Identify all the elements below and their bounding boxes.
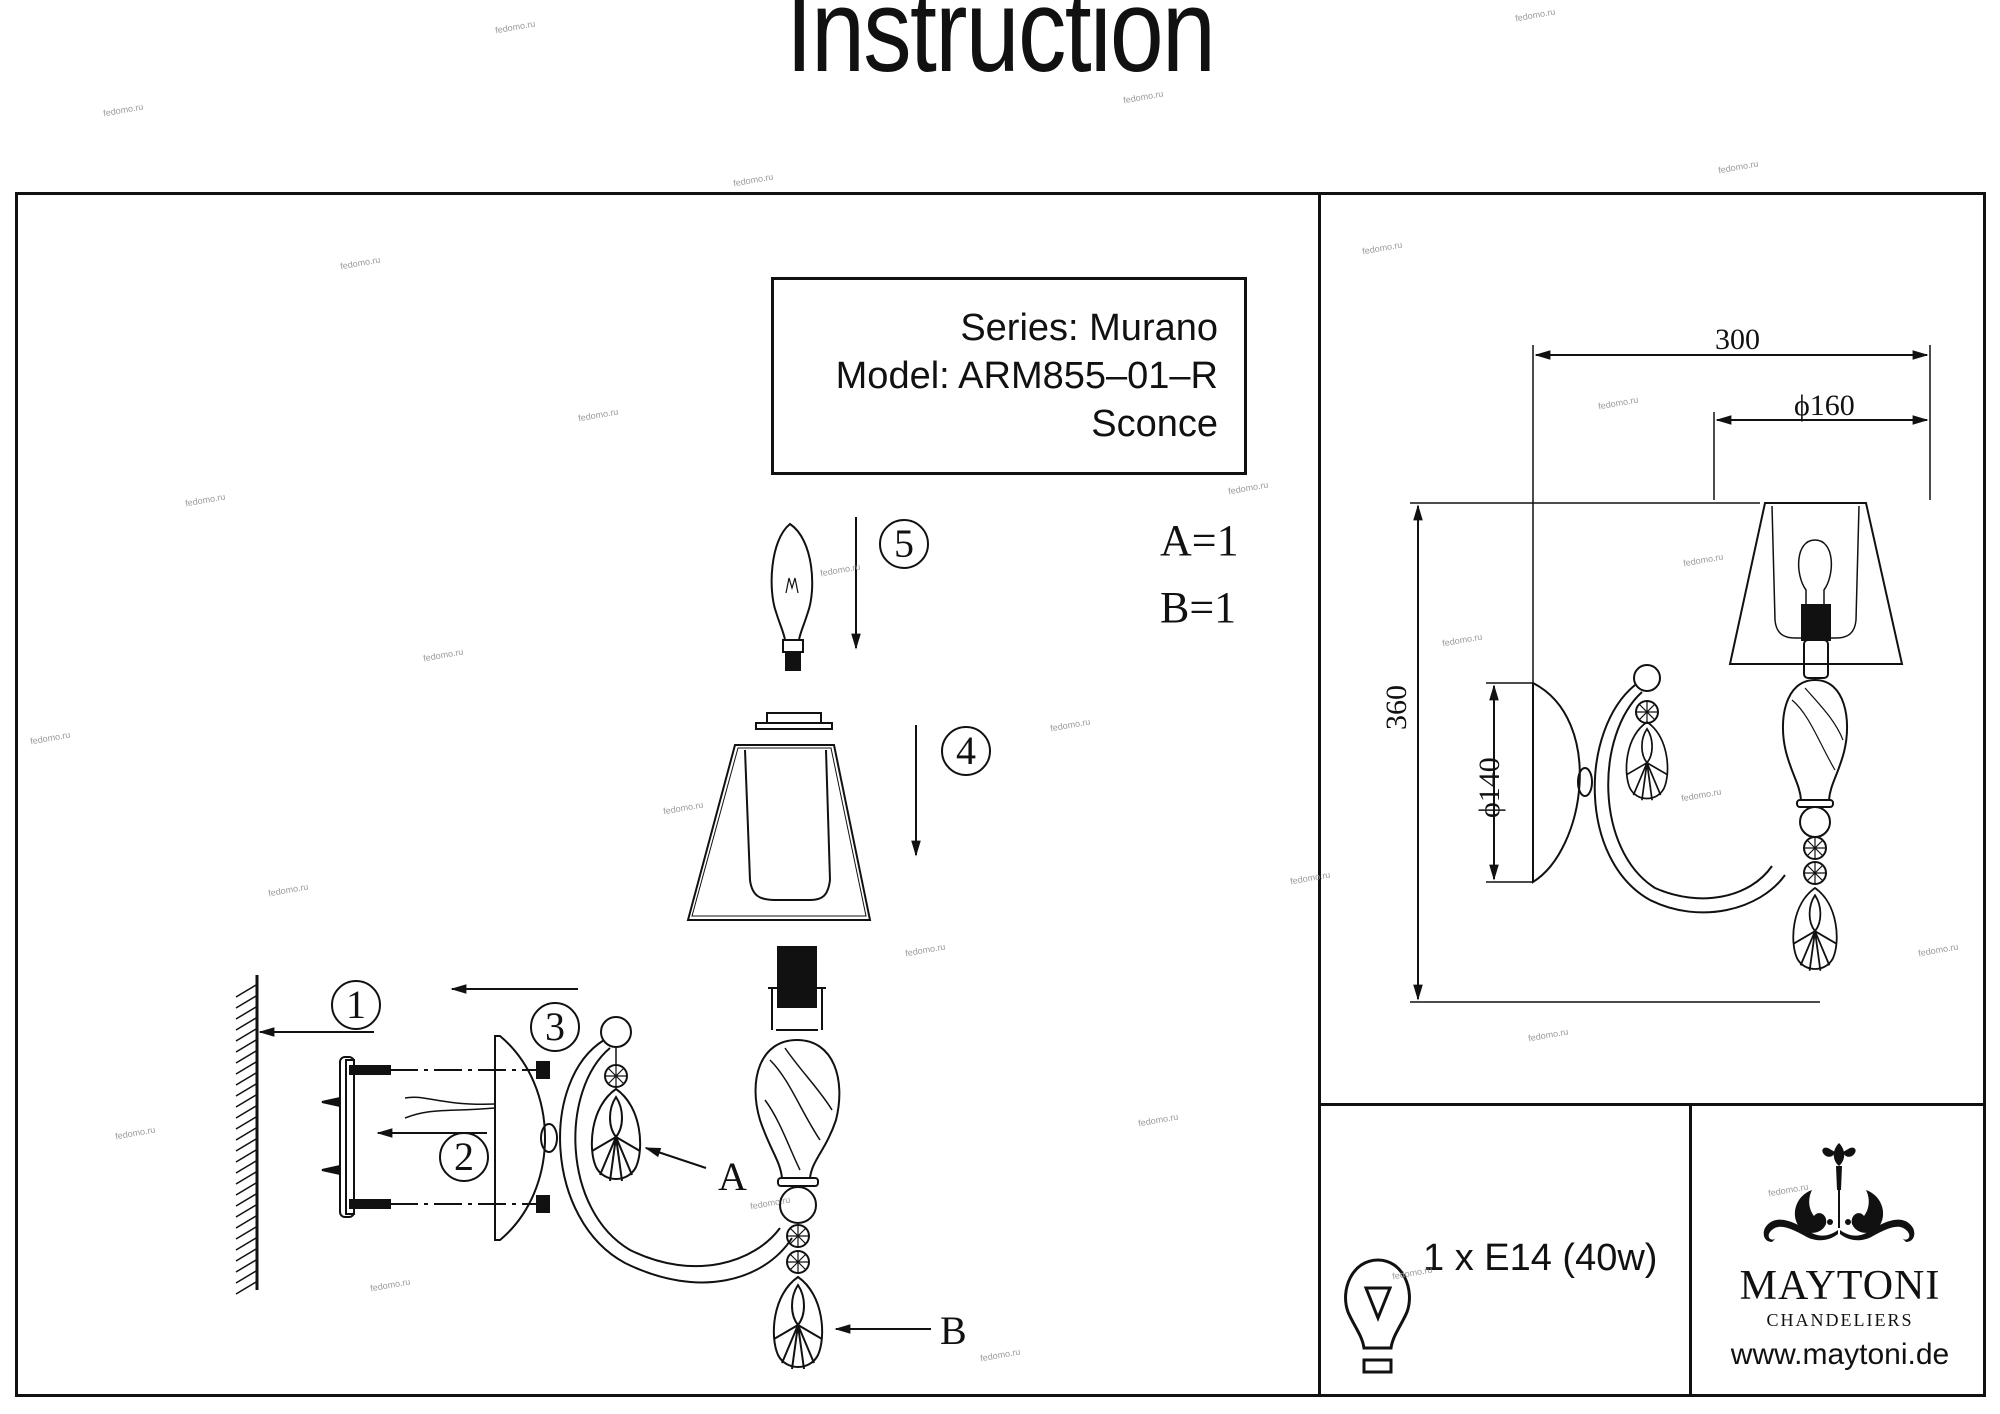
hatch-stroke: [235, 1259, 257, 1273]
type-label: Sconce: [1091, 403, 1218, 445]
callout-b-label: B: [940, 1308, 967, 1353]
hatch-stroke: [235, 1116, 257, 1130]
divider-vertical-main: [1318, 192, 1321, 1397]
qty-a: A=1: [1160, 516, 1239, 565]
step-3-badge: 3: [530, 1002, 580, 1052]
mounting-bracket-icon: [321, 1056, 550, 1218]
hatch-stroke: [235, 1270, 257, 1284]
hatch-stroke: [235, 1281, 257, 1295]
step-4-badge: 4: [941, 726, 991, 776]
hatch-stroke: [235, 1226, 257, 1240]
hatch-stroke: [235, 1193, 257, 1207]
hatch-stroke: [235, 1006, 257, 1020]
step-1-badge: 1: [331, 980, 381, 1030]
divider-vertical-lower: [1689, 1103, 1692, 1397]
hatch-stroke: [235, 1105, 257, 1119]
bulb-symbol-icon: [1344, 1258, 1411, 1374]
info-box: Series: Murano Model: ARM855–01–R Sconce: [771, 277, 1247, 475]
lamp-shade-icon: [686, 712, 872, 921]
hatch-stroke: [235, 1083, 257, 1097]
dimension-drawing: [1410, 345, 1931, 1003]
hatch-stroke: [235, 1204, 257, 1218]
hatch-stroke: [235, 1028, 257, 1042]
hatch-stroke: [235, 1050, 257, 1064]
hatch-stroke: [235, 1171, 257, 1185]
brand-subtitle: CHANDELIERS: [1766, 1310, 1914, 1330]
hatch-stroke: [235, 995, 257, 1009]
hatch-stroke: [235, 1061, 257, 1075]
hatch-stroke: [235, 1039, 257, 1053]
hatch-stroke: [235, 1017, 257, 1031]
hatch-stroke: [235, 984, 257, 998]
brand-url[interactable]: www.maytoni.de: [1730, 1338, 1950, 1371]
crystal-pendant-a-icon: [590, 1088, 642, 1182]
model-label: Model: ARM855–01–R: [835, 355, 1218, 397]
hatch-stroke: [235, 1127, 257, 1141]
wall-hatch-icon: [235, 975, 259, 1295]
backplate-icon: [494, 1035, 558, 1241]
callout-a-label: A: [718, 1154, 747, 1199]
crystal-pendant-b-icon: [772, 1276, 824, 1370]
step-5-badge: 5: [879, 519, 929, 569]
hatch-stroke: [235, 1248, 257, 1262]
hatch-stroke: [235, 1138, 257, 1152]
hatch-stroke: [235, 1237, 257, 1251]
hatch-stroke: [235, 1149, 257, 1163]
hatch-stroke: [235, 1072, 257, 1086]
bulb-spec: 1 x E14 (40w): [1423, 1237, 1658, 1279]
hatch-stroke: [235, 1182, 257, 1196]
sconce-arm-icon: [559, 946, 931, 1370]
hatch-stroke: [235, 1160, 257, 1174]
candle-bulb-icon: [770, 522, 814, 671]
divider-horizontal-right: [1318, 1103, 1986, 1106]
drawing-frame: [15, 192, 1986, 1397]
hatch-stroke: [235, 1215, 257, 1229]
document-title: Instruction: [785, 0, 1216, 97]
hatch-stroke: [235, 1094, 257, 1108]
brand-name: MAYTONI: [1739, 1263, 1941, 1309]
maytoni-ornament-logo: [1763, 1143, 1915, 1242]
qty-b: B=1: [1160, 583, 1237, 632]
series-label: Series: Murano: [960, 307, 1218, 349]
